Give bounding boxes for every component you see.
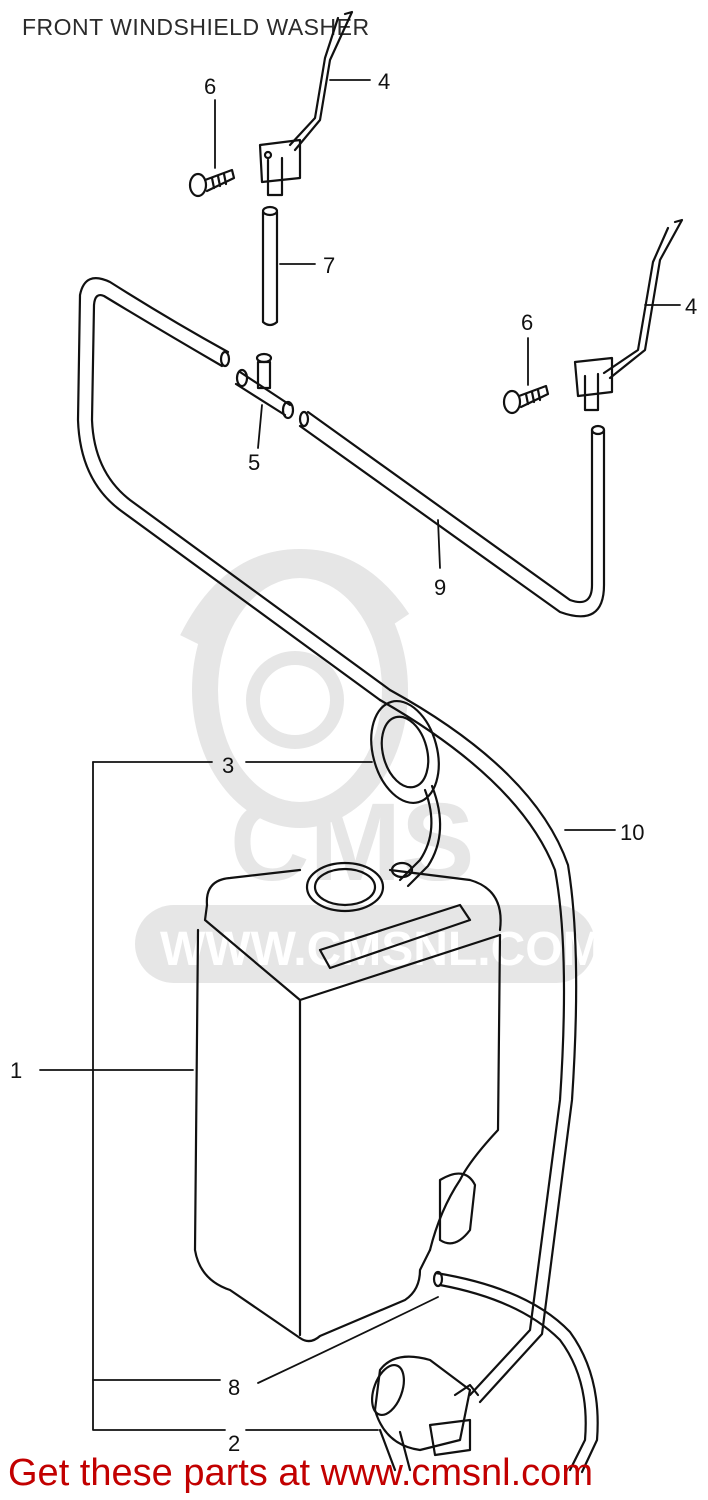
reservoir-tank xyxy=(193,861,502,1343)
callout-1: 1 xyxy=(10,1058,22,1083)
short-tube xyxy=(261,205,279,327)
screw-right xyxy=(502,384,550,415)
long-hose xyxy=(378,688,578,1404)
leader-lines xyxy=(39,79,681,1431)
screw-left xyxy=(188,168,236,198)
washer-nozzle-left xyxy=(258,10,354,197)
callout-9: 9 xyxy=(434,575,446,600)
callout-numbers: 1 2 3 4 4 5 6 6 7 8 9 10 xyxy=(10,69,697,1456)
callout-5: 5 xyxy=(248,450,260,475)
t-joint xyxy=(234,352,295,420)
hose-loop xyxy=(76,277,606,702)
callout-7: 7 xyxy=(323,253,335,278)
callout-2: 2 xyxy=(228,1431,240,1456)
washer-pump xyxy=(371,1355,480,1472)
callout-6-left: 6 xyxy=(204,74,216,99)
filler-cap xyxy=(370,699,442,888)
callout-4-left: 4 xyxy=(378,69,390,94)
pump-hose xyxy=(432,1270,599,1474)
callout-3: 3 xyxy=(222,753,234,778)
callout-8: 8 xyxy=(228,1375,240,1400)
page-title: FRONT WINDSHIELD WASHER xyxy=(22,14,370,40)
callout-10: 10 xyxy=(620,820,644,845)
watermark-text-large: CMS xyxy=(230,781,474,904)
washer-nozzle-right xyxy=(573,218,684,412)
callout-4-right: 4 xyxy=(685,294,697,319)
callout-6-right: 6 xyxy=(521,310,533,335)
footer-link-text[interactable]: Get these parts at www.cmsnl.com xyxy=(8,1452,593,1494)
